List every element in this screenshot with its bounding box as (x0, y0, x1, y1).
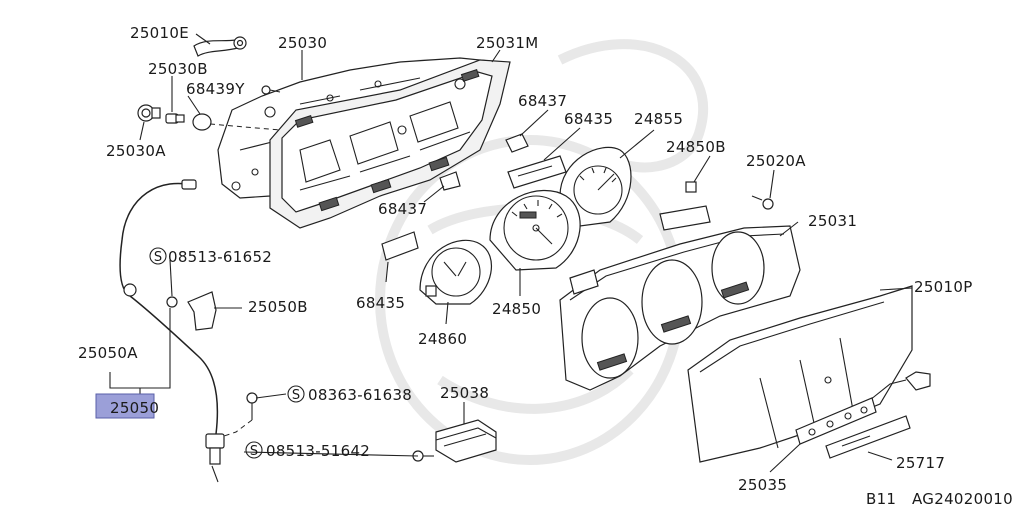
part-25030A-socket (137, 104, 161, 122)
svg-text:S: S (250, 444, 258, 459)
part-screw-08363-61638 (246, 392, 258, 420)
label-25717: 25717 (896, 454, 945, 472)
label-25030: 25030 (278, 34, 327, 52)
part-25031M-meter-case (269, 59, 511, 229)
label-68439Y: 68439Y (186, 80, 245, 98)
label-08363-61638: 08363-61638 (308, 386, 412, 404)
label-08513-51642: 08513-51642 (266, 442, 370, 460)
label-68437-mid: 68437 (378, 200, 427, 218)
label-25031M: 25031M (476, 34, 538, 52)
label-25010E: 25010E (130, 24, 189, 42)
svg-text:S: S (292, 388, 300, 403)
part-24860-fuel-temp-gauge (419, 239, 493, 305)
standard-part-symbol-2: S (287, 385, 305, 403)
label-25030A: 25030A (106, 142, 166, 160)
label-68437-top: 68437 (518, 92, 567, 110)
highlight-box-25050 (95, 393, 155, 419)
footer-figure-code: AG24020010 (912, 490, 1013, 508)
part-68439Y-bulb (192, 113, 212, 131)
part-24850B-clip (685, 181, 697, 193)
leader-lines (109, 33, 913, 473)
part-68437-mid-plate (439, 171, 461, 191)
standard-part-symbol-3: S (245, 441, 263, 459)
part-68435-top-plate (507, 155, 567, 189)
part-screw-top (261, 85, 281, 95)
label-25010P: 25010P (914, 278, 973, 296)
label-25020A: 25020A (746, 152, 806, 170)
label-24850: 24850 (492, 300, 541, 318)
part-25030B-bulb (165, 113, 185, 124)
part-68435-mid-plate (381, 231, 419, 261)
label-24860: 24860 (418, 330, 467, 348)
part-25031-meter-hood (559, 205, 801, 391)
part-25010E-grommet (193, 36, 247, 57)
part-25035-harness-plate (795, 397, 877, 445)
label-24850B: 24850B (666, 138, 726, 156)
part-25020A-screw (751, 195, 774, 210)
svg-text:S: S (154, 250, 162, 265)
label-25035: 25035 (738, 476, 787, 494)
standard-part-symbol-1: S (149, 247, 167, 265)
label-25030B: 25030B (148, 60, 208, 78)
part-25050B-bracket (166, 291, 217, 331)
label-25050: 25050 (110, 399, 159, 417)
label-08513-61652: 08513-61652 (168, 248, 272, 266)
footer-page-code: B11 (866, 490, 896, 508)
part-25010P-lens (687, 285, 931, 463)
part-68437-top-plate (505, 133, 529, 153)
part-25717-label (825, 415, 911, 459)
part-25050-speedometer-cable (119, 179, 225, 483)
label-24855: 24855 (634, 110, 683, 128)
label-68435-mid: 68435 (356, 294, 405, 312)
part-24850-speedometer (489, 189, 581, 271)
label-25050A: 25050A (78, 344, 138, 362)
label-25050B: 25050B (248, 298, 308, 316)
label-25031: 25031 (808, 212, 857, 230)
label-25038: 25038 (440, 384, 489, 402)
label-68435-top: 68435 (564, 110, 613, 128)
part-25038-module (435, 419, 497, 463)
part-24855-tachometer (559, 146, 632, 227)
